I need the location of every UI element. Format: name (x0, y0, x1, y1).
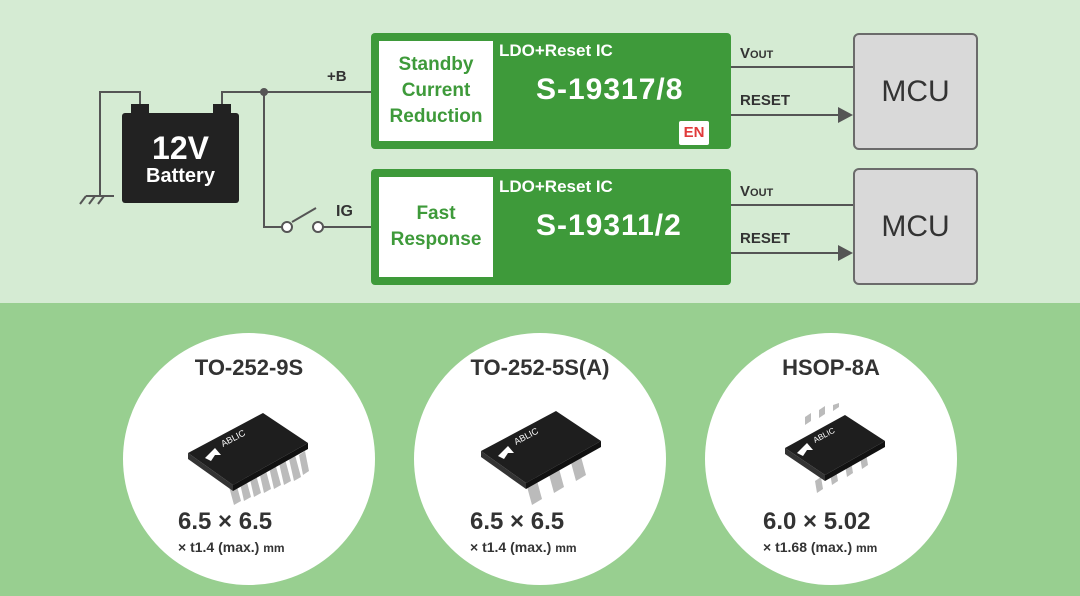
reset-label-1: RESET (740, 92, 791, 109)
ic-chip-icon: ABLIC (481, 411, 601, 505)
package-name: HSOP-8A (782, 355, 880, 380)
plus-b-label: +B (327, 68, 347, 85)
ic-block-s19311: Fast Response LDO+Reset IC S-19311/2 (371, 169, 731, 285)
reset-label-2: RESET (740, 230, 791, 247)
package-thickness: × t1.4 (max.) mm (178, 539, 285, 555)
battery: 12V Battery (122, 113, 239, 203)
package-card-to252-9s: TO-252-9S ABLIC 6.5 × 6.5 × t1.4 (max.) … (123, 333, 375, 585)
package-thickness: × t1.68 (max.) mm (763, 539, 878, 555)
ic-chip-icon: ABLIC (188, 413, 309, 505)
package-name: TO-252-5S(A) (470, 355, 610, 380)
battery-voltage: 12V (152, 130, 209, 166)
circuit-wires (79, 66, 853, 261)
mcu-box-1: MCU (853, 33, 978, 150)
vout-label-1: VOUT (740, 45, 774, 62)
ic-chip-icon: ABLIC (785, 403, 885, 493)
battery-minus-terminal (131, 104, 149, 114)
part-number: S-19317/8 (536, 73, 684, 106)
ic-type-label: LDO+Reset IC (499, 41, 613, 60)
package-card-to252-5sa: TO-252-5S(A) ABLIC 6.5 × 6.5 × t1.4 (max… (414, 333, 666, 585)
package-name: TO-252-9S (194, 355, 304, 380)
en-badge: EN (679, 121, 709, 145)
package-dimensions: 6.5 × 6.5 (178, 508, 273, 535)
battery-plus-terminal (213, 104, 231, 114)
feature-label: Fast Response (379, 177, 493, 277)
part-number: S-19311/2 (536, 209, 682, 242)
ig-label: IG (336, 203, 353, 220)
feature-label: Standby Current Reduction (379, 41, 493, 141)
battery-label: Battery (146, 165, 215, 187)
package-dimensions: 6.0 × 5.02 (763, 508, 871, 535)
mcu-box-2: MCU (853, 168, 978, 285)
package-card-hsop-8a: HSOP-8A ABLIC 6.0 × 5.02 × t1.68 (max.) … (705, 333, 957, 585)
ic-block-s19317: Standby Current Reduction LDO+Reset IC S… (371, 33, 731, 149)
package-dimensions: 6.5 × 6.5 (470, 508, 565, 535)
ic-type-label: LDO+Reset IC (499, 177, 613, 196)
package-thickness: × t1.4 (max.) mm (470, 539, 577, 555)
vout-label-2: VOUT (740, 183, 774, 200)
